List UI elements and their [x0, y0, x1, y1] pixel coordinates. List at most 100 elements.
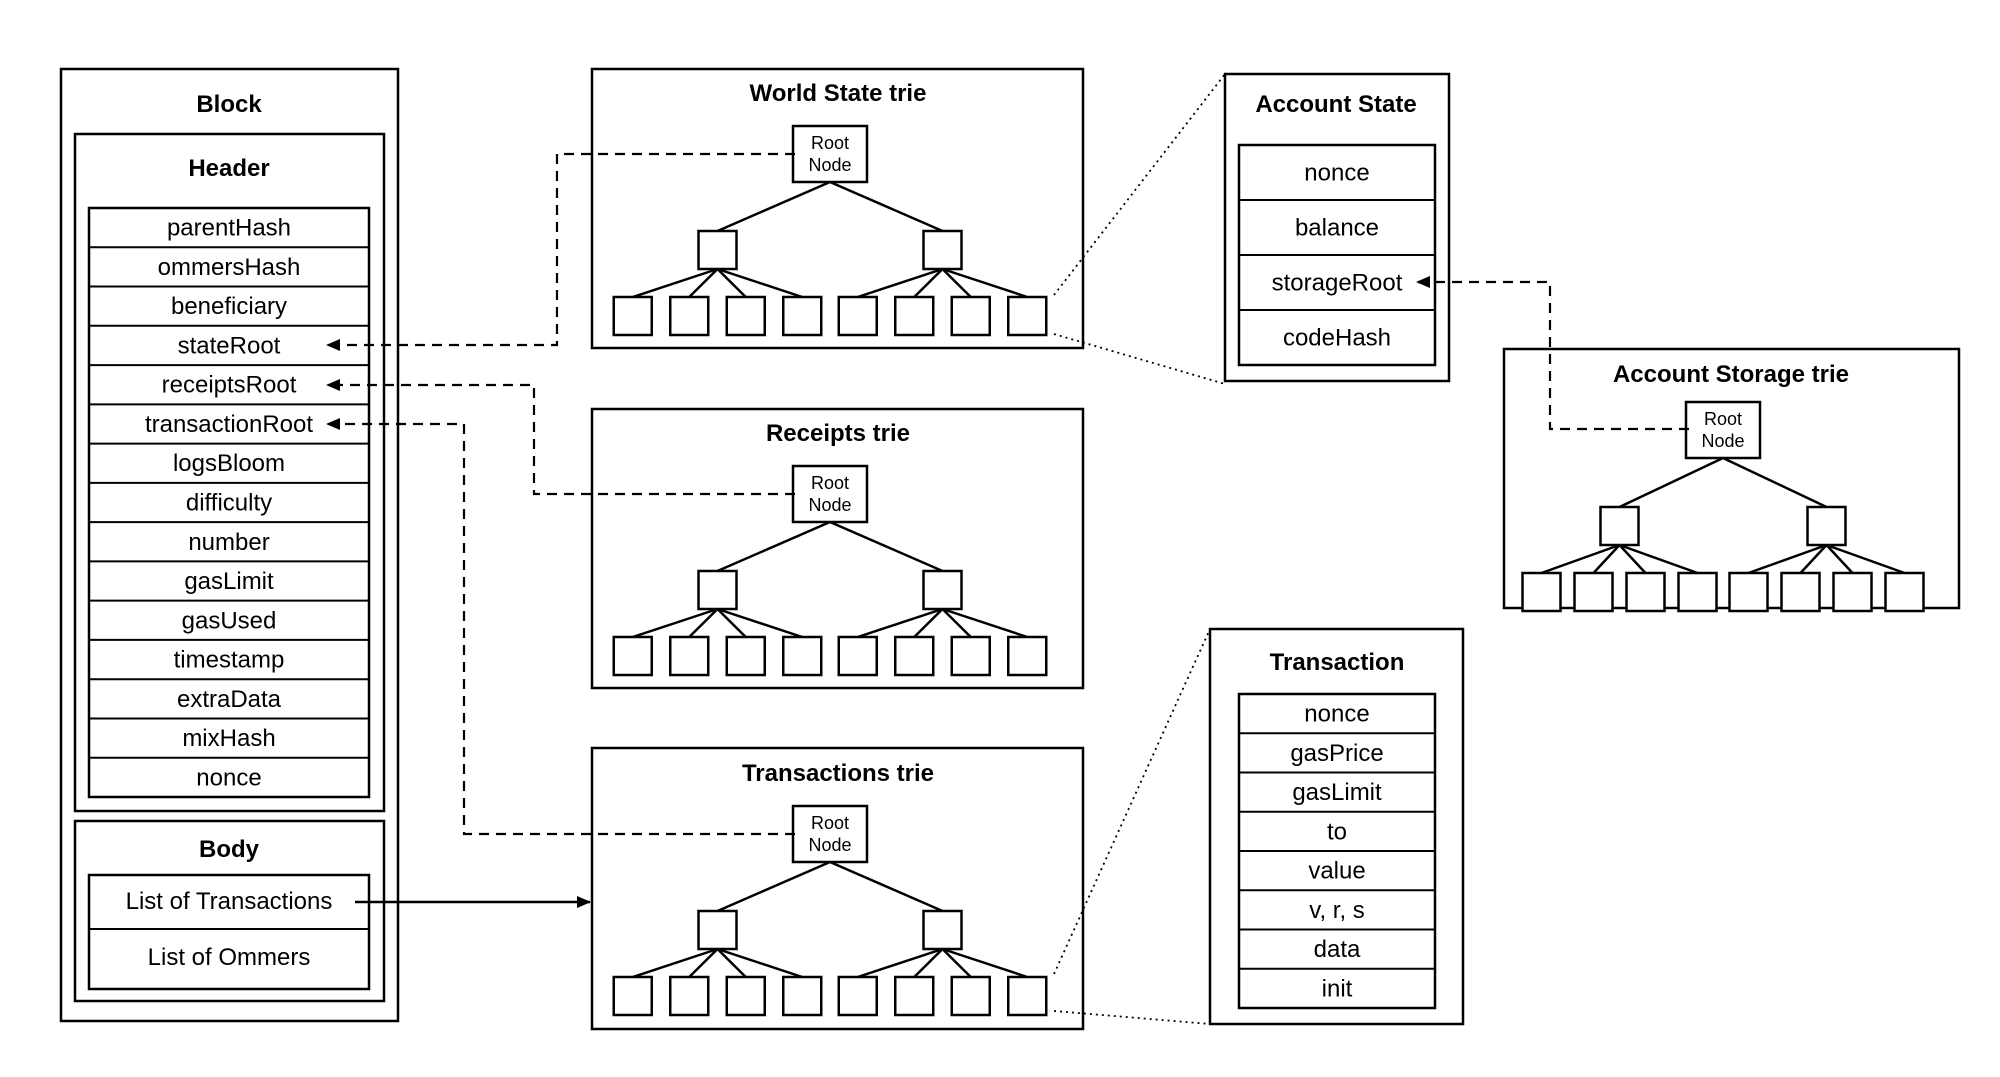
transaction-title: Transaction	[1270, 649, 1405, 676]
receipts-trie-title: Receipts trie	[766, 420, 910, 447]
trie-leaf-node	[1728, 571, 1769, 613]
trie-leaf-node	[1625, 571, 1666, 613]
account-state-panel: Account State noncebalancestorageRootcod…	[1223, 72, 1451, 383]
block-box	[59, 67, 400, 1023]
trie-leaf-node	[725, 635, 766, 677]
trie-leaf-node	[1832, 571, 1873, 613]
header-field-receiptsroot: receiptsRoot	[162, 372, 297, 399]
trie-leaf-node	[837, 975, 878, 1017]
header-box	[73, 132, 386, 813]
account-state-field-storageroot: storageRoot	[1272, 270, 1403, 297]
trie-edge	[716, 948, 747, 978]
receiptsroot-connector	[326, 379, 795, 496]
header-field-parenthash: parentHash	[167, 215, 291, 242]
trie-leaf-node	[1780, 571, 1821, 613]
trie-leaf-node	[1521, 571, 1562, 613]
body-title: Body	[199, 836, 260, 863]
transaction-field-gasprice: gasPrice	[1290, 740, 1383, 767]
header-field-number: number	[188, 529, 269, 556]
trie-branch-node	[697, 909, 738, 951]
trie-leaf-node	[782, 295, 823, 337]
connectors	[326, 73, 1689, 1025]
account-state-box	[1223, 72, 1451, 383]
header-field-logsbloom: logsBloom	[173, 450, 285, 477]
trie-leaf-node	[725, 295, 766, 337]
trie-edge	[1722, 456, 1828, 509]
header-field-transactionroot: transactionRoot	[145, 411, 313, 438]
transaction-field-data: data	[1314, 936, 1361, 963]
trie-branch-node	[1806, 505, 1847, 547]
header-field-beneficiary: beneficiary	[171, 293, 287, 320]
header-field-ommershash: ommersHash	[158, 254, 301, 281]
header-field-nonce: nonce	[196, 764, 261, 791]
root-node-label: Root	[1704, 409, 1742, 429]
account-state-zoom-bottom	[1053, 333, 1226, 385]
trie-edge	[941, 268, 972, 298]
trie-branch-node	[922, 229, 963, 271]
trie-edge	[857, 947, 943, 979]
trie-edge	[1826, 543, 1905, 575]
trie-edge	[857, 607, 943, 639]
root-node-label: Node	[808, 155, 851, 175]
world-state-trie-box	[590, 67, 1085, 350]
trie-edge	[857, 267, 943, 299]
trie-edge	[717, 947, 803, 979]
trie-leaf-node	[894, 635, 935, 677]
trie-leaf-node	[782, 975, 823, 1017]
trie-leaf-node	[1884, 571, 1925, 613]
transactionroot-connector	[326, 418, 795, 836]
trie-leaf-node	[612, 295, 653, 337]
trie-edge	[942, 267, 1028, 299]
block-title: Block	[196, 91, 262, 118]
receipts-trie-box	[590, 407, 1085, 690]
transactions-trie-title: Transactions trie	[742, 760, 934, 787]
trie-edge	[716, 268, 747, 298]
trie-leaf-node	[1007, 975, 1048, 1017]
trie-edge	[913, 268, 944, 298]
trie-root-node	[791, 124, 869, 184]
trie-edge	[632, 607, 718, 639]
transaction-field-to: to	[1327, 818, 1347, 845]
trie-edge	[717, 267, 803, 299]
account-storage-trie-title: Account Storage trie	[1613, 361, 1849, 388]
trie-edge	[1618, 544, 1647, 574]
trie-branch-node	[697, 569, 738, 611]
trie-edge	[688, 948, 719, 978]
transaction-field-init: init	[1322, 975, 1353, 1002]
body-item-table	[87, 873, 371, 991]
transaction-field-v-r-s: v, r, s	[1309, 897, 1365, 924]
trie-leaf-node	[894, 975, 935, 1017]
transaction-box	[1208, 627, 1465, 1026]
account-state-field-codehash: codeHash	[1283, 325, 1391, 352]
header-field-list: parentHashommersHashbeneficiarystateRoot…	[89, 215, 369, 791]
transaction-panel: Transaction noncegasPricegasLimittovalue…	[1208, 627, 1465, 1026]
trie-leaf-node	[837, 635, 878, 677]
trie-root-node	[791, 804, 869, 864]
body-panel: Body List of Transactions List of Ommers	[73, 819, 386, 1003]
trie-leaf-node	[837, 295, 878, 337]
trie-edge	[717, 180, 831, 233]
root-node-label: Node	[1701, 431, 1744, 451]
trie-edge	[632, 947, 718, 979]
trie-edge	[716, 608, 747, 638]
body-item-ommers: List of Ommers	[148, 944, 311, 971]
trie-edge	[941, 608, 972, 638]
account-state-zoom-top	[1053, 73, 1226, 296]
root-node-label: Root	[811, 813, 849, 833]
trie-edge	[717, 520, 831, 573]
trie-leaf-node	[612, 975, 653, 1017]
trie-edge	[829, 860, 943, 913]
trie-leaf-node	[950, 635, 991, 677]
trie-edge	[632, 267, 718, 299]
body-box	[73, 819, 386, 1003]
trie-edge	[942, 607, 1028, 639]
trie-leaf-node	[894, 295, 935, 337]
